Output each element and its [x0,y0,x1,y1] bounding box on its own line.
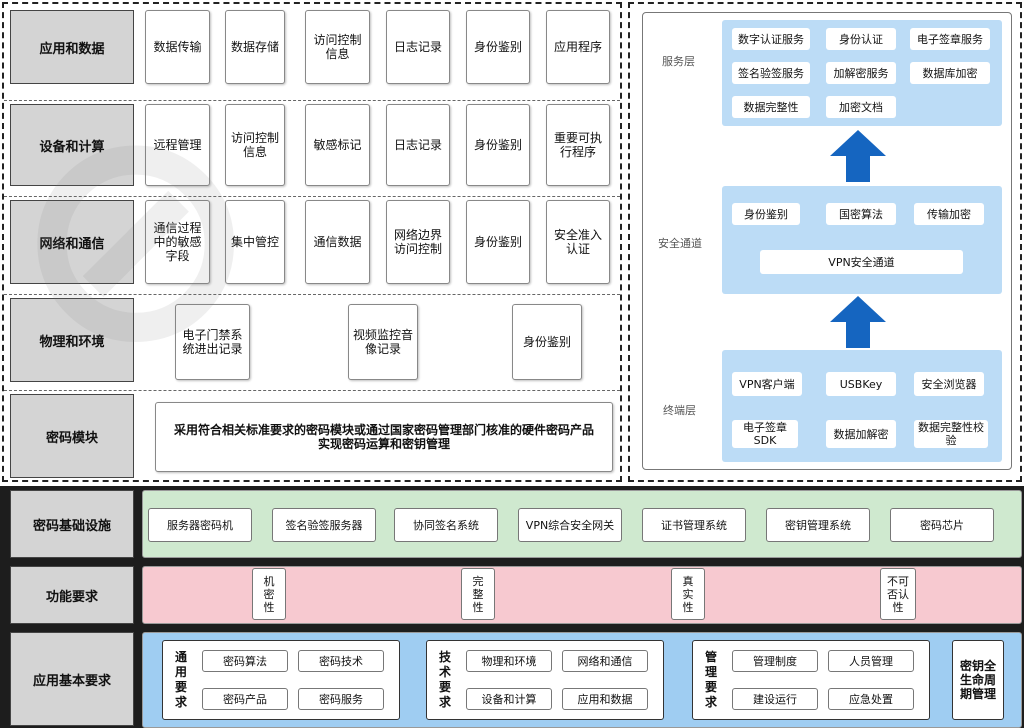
row-label-physical-env: 物理和环境 [10,298,134,382]
group-management-title: 管理要求 [704,650,717,709]
svc-identity-auth: 身份认证 [826,28,896,50]
group-technical-title: 技术要求 [438,650,451,709]
row-divider [4,100,620,101]
svc-secure-browser: 安全浏览器 [914,372,984,396]
key-lifecycle [952,640,1004,720]
general-service: 密码服务 [298,688,384,710]
general-algorithm: 密码算法 [202,650,288,672]
basic-label: 应用基本要求 [10,632,134,726]
cell-executable-program: 重要可执行程序 [546,104,610,186]
left-panel [2,2,622,482]
row-label-crypto-module: 密码模块 [10,394,134,478]
cell-application: 应用程序 [546,10,610,84]
cell-identity-auth: 身份鉴别 [466,200,530,284]
mgmt-policy: 管理制度 [732,650,818,672]
mgmt-emergency: 应急处置 [828,688,914,710]
svc-db-encryption: 数据库加密 [910,62,990,84]
svc-vpn-channel: VPN安全通道 [760,250,963,274]
svc-national-algorithm: 国密算法 [826,203,896,225]
svc-transport-encryption: 传输加密 [914,203,984,225]
infra-label: 密码基础设施 [10,490,134,558]
channel-layer-name: 安全通道 [658,237,702,250]
tech-app-data: 应用和数据 [562,688,648,710]
mgmt-personnel: 人员管理 [828,650,914,672]
key-lifecycle-text: 密钥全生命周期管理 [959,659,996,701]
cell-identity-auth: 身份鉴别 [512,304,582,380]
infra-vpn-gateway: VPN综合安全网关 [518,508,622,542]
infra-crypto-server: 服务器密码机 [148,508,252,542]
cell-data-storage: 数据存储 [225,10,285,84]
svc-e-signature: 电子签章服务 [910,28,990,50]
row-divider [4,196,620,197]
cell-sensitive-fields: 通信过程中的敏感字段 [145,200,210,284]
svc-digital-cert: 数字认证服务 [732,28,810,50]
cell-log-record: 日志记录 [386,10,450,84]
svc-esign-sdk: 电子签章SDK [732,420,798,448]
row-label-network-comm: 网络和通信 [10,200,134,284]
cell-identity-auth: 身份鉴别 [466,104,530,186]
svc-channel-identity: 身份鉴别 [732,203,800,225]
cell-remote-management: 远程管理 [145,104,210,186]
service-layer-name: 服务层 [662,55,695,68]
infra-cert-management: 证书管理系统 [642,508,746,542]
cell-boundary-access-control: 网络边界访问控制 [386,200,450,284]
func-non-repudiation: 不可否认性 [880,568,916,620]
function-label: 功能要求 [10,566,134,624]
general-technology: 密码技术 [298,650,384,672]
tech-physical-env: 物理和环境 [466,650,552,672]
general-product: 密码产品 [202,688,288,710]
cell-log-record: 日志记录 [386,104,450,186]
svc-integrity-check: 数据完整性校验 [914,420,988,448]
right-panel-inner [642,12,1012,470]
cell-crypto-module-desc: 采用符合相关标准要求的密码模块或通过国家密码管理部门核准的硬件密码产品实现密码运… [155,402,613,472]
func-authenticity: 真实性 [671,568,705,620]
svc-vpn-client: VPN客户端 [732,372,802,396]
infra-key-management: 密钥管理系统 [766,508,870,542]
mgmt-construction: 建设运行 [732,688,818,710]
group-general-title: 通用要求 [174,650,187,709]
cell-data-transfer: 数据传输 [145,10,210,84]
right-panel [628,2,1022,482]
cell-access-control-info: 访问控制信息 [305,10,370,84]
cell-identity-auth: 身份鉴别 [466,10,530,84]
infra-collab-sign: 协同签名系统 [394,508,498,542]
tech-device-compute: 设备和计算 [466,688,552,710]
row-divider [4,390,620,391]
svc-encrypted-doc: 加密文档 [826,96,896,118]
svc-usbkey: USBKey [826,372,896,396]
cell-access-control-info: 访问控制信息 [225,104,285,186]
func-confidentiality: 机密性 [252,568,286,620]
row-label-device-compute: 设备和计算 [10,104,134,186]
cell-video-records: 视频监控音像记录 [348,304,418,380]
cell-door-access-records: 电子门禁系统进出记录 [175,304,250,380]
svc-data-crypto: 数据加解密 [826,420,896,448]
svc-sign-verify: 签名验签服务 [732,62,810,84]
cell-central-control: 集中管控 [225,200,285,284]
up-arrow-icon [830,130,886,182]
terminal-layer-name: 终端层 [663,404,696,417]
cell-access-authentication: 安全准入认证 [546,200,610,284]
svc-data-integrity: 数据完整性 [732,96,810,118]
cell-sensitive-marking: 敏感标记 [305,104,370,186]
cell-comm-data: 通信数据 [305,200,370,284]
svc-encrypt-decrypt: 加解密服务 [826,62,896,84]
row-divider [4,294,620,295]
function-band [142,566,1022,624]
up-arrow-icon [830,296,886,348]
row-label-app-data: 应用和数据 [10,10,134,84]
infra-sign-verify-server: 签名验签服务器 [272,508,376,542]
tech-network-comm: 网络和通信 [562,650,648,672]
func-integrity: 完整性 [461,568,495,620]
infra-crypto-chip: 密码芯片 [890,508,994,542]
